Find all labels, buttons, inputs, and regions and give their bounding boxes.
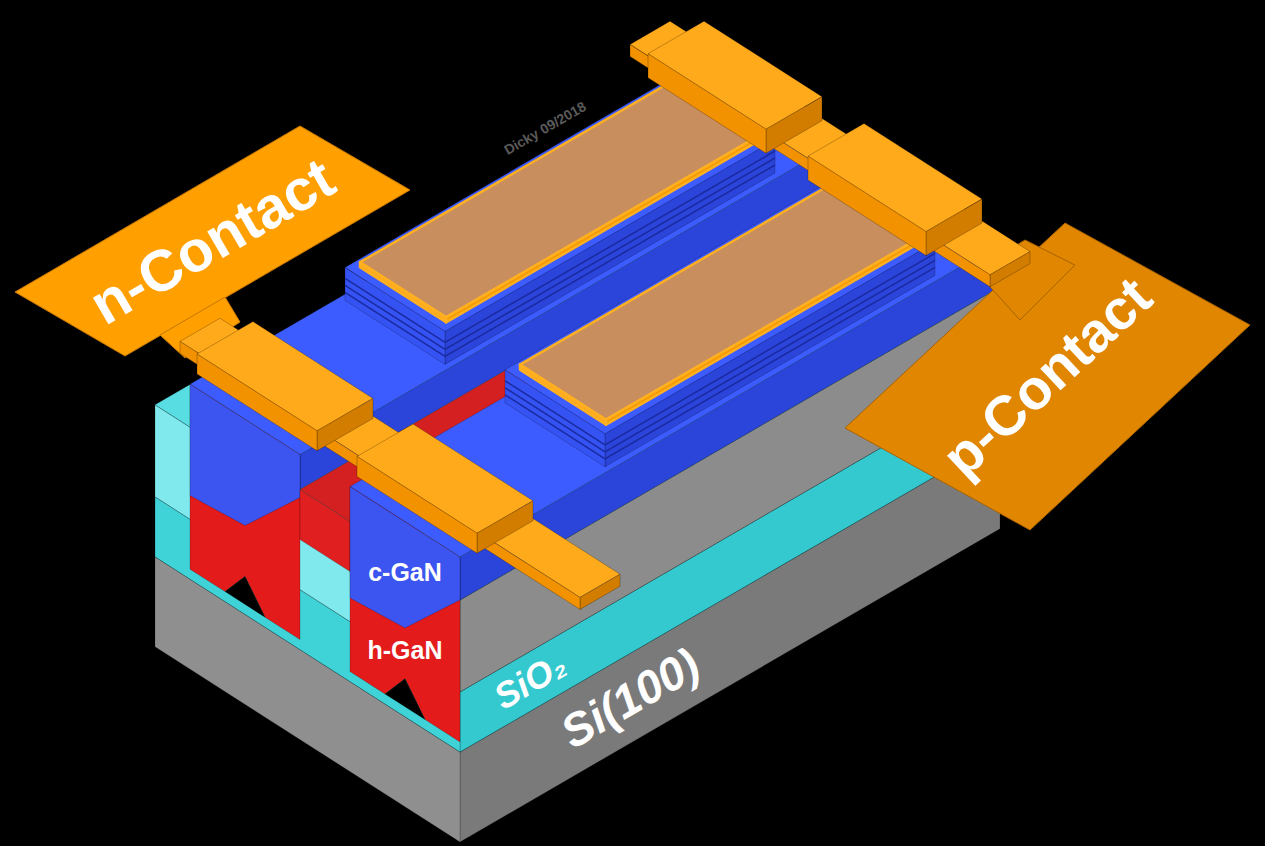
p-metal-stripe-top xyxy=(520,183,920,420)
n-contact-bar-top xyxy=(180,318,620,597)
layer-label: SiO₂ xyxy=(488,646,572,715)
void-notch xyxy=(385,679,425,720)
p-contact-step-side xyxy=(766,97,822,154)
h-gan-channel-front xyxy=(300,490,350,572)
p-contact-bar-top xyxy=(630,21,1030,275)
layer-label: Si(100) xyxy=(553,640,707,755)
void-notch xyxy=(225,576,265,617)
p-contact-bar-side xyxy=(990,252,1030,287)
layer-label: h-GaN xyxy=(368,638,443,663)
p-contact-bar-front xyxy=(630,44,990,286)
n-contact-step-front xyxy=(357,456,477,553)
p-contact-step-side xyxy=(926,199,982,256)
contact-label: p-Contact xyxy=(932,267,1161,486)
p-contact-step-front xyxy=(648,54,766,154)
contact-label: n-Contact xyxy=(80,148,343,334)
n-contact-step-front xyxy=(197,354,317,451)
p-metal-stripe-side xyxy=(606,238,920,425)
p-contact-pad xyxy=(845,223,1250,530)
p-contact-step-front xyxy=(808,156,926,256)
n-contact-bar-front xyxy=(180,341,580,609)
n-contact-bar-side xyxy=(580,574,620,609)
watermark: Dicky 09/2018 xyxy=(502,99,589,157)
p-metal-stripe-front xyxy=(360,262,446,322)
n-contact-step-side xyxy=(317,398,373,450)
n-contact-step-side xyxy=(477,501,533,553)
p-metal-stripe-front xyxy=(520,365,606,425)
layer-label: c-GaN xyxy=(368,560,442,585)
